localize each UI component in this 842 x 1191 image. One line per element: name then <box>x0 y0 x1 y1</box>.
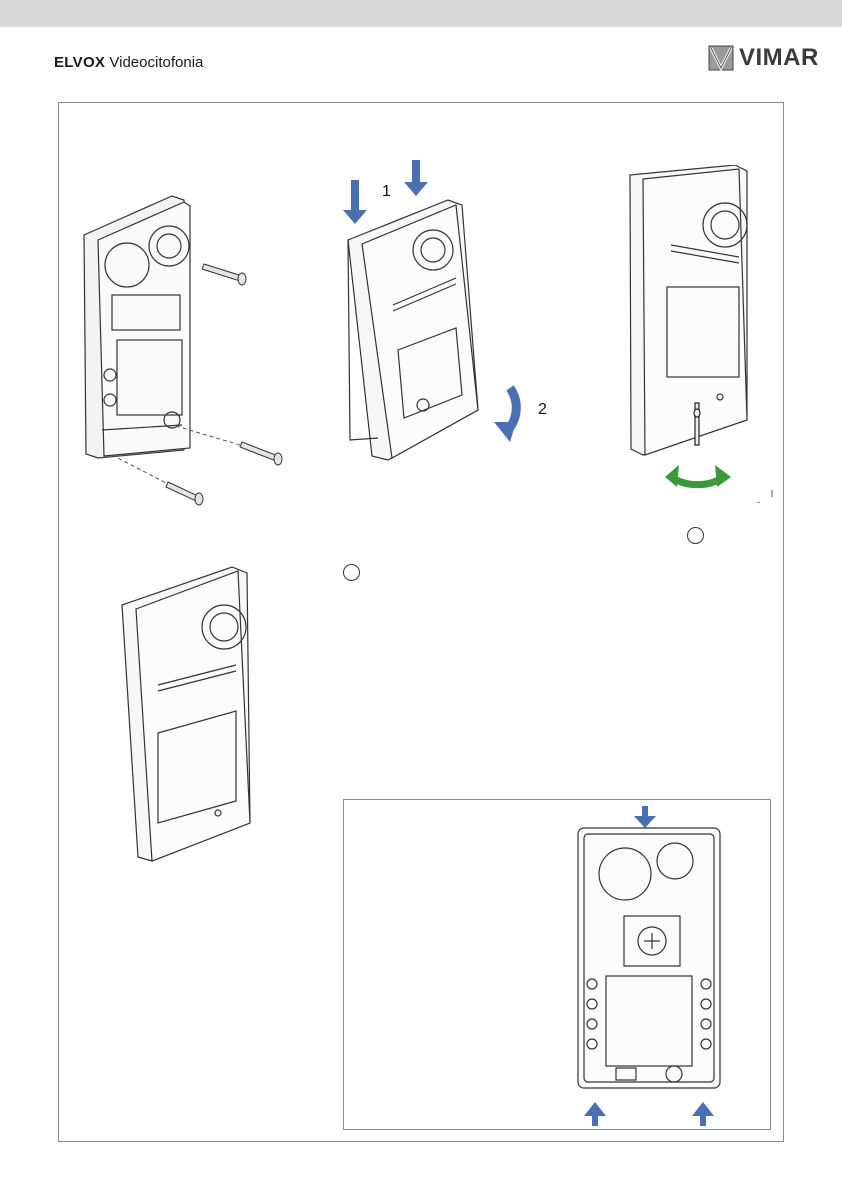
step-rotate-label: 2 <box>538 401 547 418</box>
arrow-down-icon <box>634 806 656 828</box>
rotate-arrow-icon <box>665 465 731 487</box>
top-bar <box>0 0 842 27</box>
callout-marker-left <box>343 564 360 581</box>
brand-header: ELVOX Videocitofonia <box>54 54 203 71</box>
screw-icon <box>240 442 282 465</box>
cover-fitting-illustration: 1 2 <box>338 160 558 470</box>
brand-name: ELVOX <box>54 54 105 71</box>
step-press-label: 1 <box>382 183 391 200</box>
arrow-up-icon <box>584 1102 606 1126</box>
internal-view-illustration <box>570 806 730 1126</box>
vimar-logo: VIMAR <box>708 44 819 72</box>
screw-tick-mark: - <box>757 497 760 507</box>
logo-wordmark: VIMAR <box>739 44 819 72</box>
vimar-logo-icon <box>708 45 734 71</box>
rotate-arrow-icon <box>494 388 516 442</box>
screw-icon <box>166 482 203 505</box>
finished-panel-illustration <box>112 565 262 865</box>
arrow-up-icon <box>692 1102 714 1126</box>
arrow-down-icon <box>404 160 428 196</box>
brand-product-line: Videocitofonia <box>105 54 203 71</box>
base-plate-illustration <box>72 180 292 510</box>
arrow-down-icon <box>343 180 367 224</box>
screw-fastening-illustration: - <box>615 165 785 510</box>
screwdriver-icon <box>694 403 700 445</box>
screw-icon <box>202 264 246 285</box>
callout-marker-right <box>687 527 704 544</box>
